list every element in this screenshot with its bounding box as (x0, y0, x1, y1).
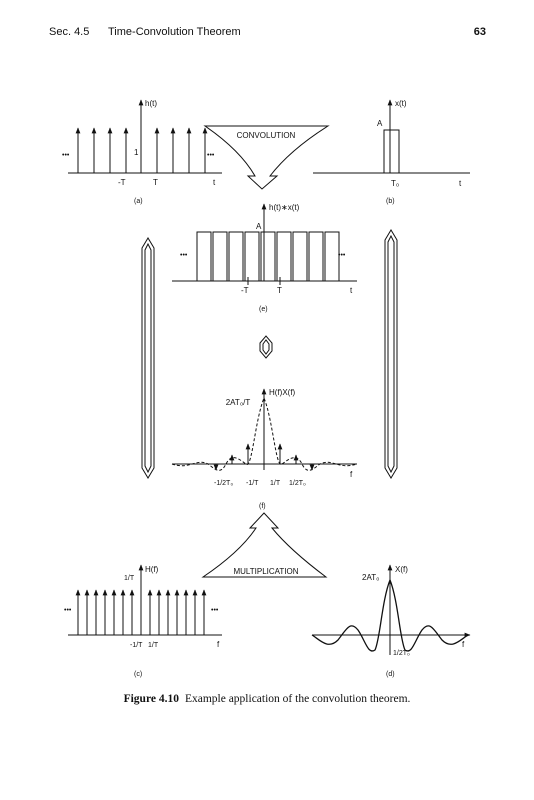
panel-c-func-label: H(f) (145, 565, 159, 574)
panel-b-axis-label: t (459, 179, 462, 188)
panel-f-label: (f) (259, 503, 266, 510)
panel-f-axis-label: f (350, 470, 353, 479)
pulse (308, 231, 324, 282)
pulse (244, 231, 260, 282)
pulse (260, 231, 276, 282)
pulse (383, 129, 400, 174)
panel-d-peak-label: 2AT₀ (362, 573, 379, 582)
panel-b-amp-label: A (377, 119, 383, 128)
sinc-curve (311, 578, 469, 652)
panel-f-peak-label: 2AT₀/T (226, 398, 251, 407)
panel-e-tick-neg: -T (241, 286, 249, 295)
panel-c-axis-label: f (217, 640, 220, 649)
page-number: 63 (473, 26, 486, 38)
panel-a-one-label: 1 (134, 148, 139, 157)
panel-c-amp-label: 1/T (124, 575, 135, 582)
panel-f-tick-2: -1/T (246, 480, 259, 487)
panel-e-axis-label: t (350, 286, 353, 295)
header-title: Time-Convolution Theorem (108, 26, 241, 38)
panel-c-tick-neg: -1/T (130, 642, 143, 649)
header-section: Sec. 4.5 (49, 26, 90, 38)
panel-e (172, 203, 357, 285)
pulse (228, 231, 244, 282)
pulse (196, 231, 212, 282)
panel-e-func-label: h(t)∗x(t) (269, 203, 300, 212)
panel-c-dots-left: ••• (64, 607, 72, 614)
panel-b-func-label: x(t) (395, 99, 407, 108)
panel-f-tick-4: 1/2T₀ (289, 480, 306, 487)
panel-d-func-label: X(f) (395, 565, 408, 574)
panel-e-dots-right: ••• (338, 252, 346, 259)
pulse (276, 231, 292, 282)
multiplication-label: MULTIPLICATION (233, 567, 298, 576)
convolution-label: CONVOLUTION (237, 131, 296, 140)
panel-a-dots-right: ••• (207, 152, 215, 159)
left-double-arrow (141, 237, 155, 479)
panel-f-tick-3: 1/T (270, 480, 281, 487)
panel-c-tick-pos: 1/T (148, 642, 159, 649)
panel-d-label: (d) (386, 671, 395, 678)
convolution-arrow (203, 125, 330, 190)
panel-b-t0-label: T₀ (391, 179, 399, 188)
panel-e-dots-left: ••• (180, 252, 188, 259)
panel-f-tick-1: -1/2T₀ (214, 480, 233, 487)
center-double-arrow (259, 335, 273, 359)
panel-e-label: (e) (259, 306, 268, 313)
panel-f-func-label: H(f)X(f) (269, 388, 296, 397)
panel-a-func-label: h(t) (145, 99, 157, 108)
pulse (292, 231, 308, 282)
panel-a (68, 99, 222, 174)
figure-caption: Figure 4.10 Example application of the co… (0, 693, 534, 705)
panel-a-dots-left: ••• (62, 152, 70, 159)
panel-b (313, 99, 470, 174)
panel-a-axis-label: t (213, 178, 216, 187)
panel-c (68, 564, 222, 636)
panel-b-label: (b) (386, 198, 395, 205)
right-double-arrow (384, 229, 398, 479)
panel-c-dots-right: ••• (211, 607, 219, 614)
figure-caption-label: Figure 4.10 (123, 693, 179, 705)
pulse (324, 231, 340, 282)
panel-f (171, 388, 358, 471)
panel-c-label: (c) (134, 671, 142, 678)
pulse (212, 231, 228, 282)
multiplication-arrow (201, 512, 328, 578)
panel-a-tick-neg: -T (118, 178, 126, 187)
panel-d-tick-label: 1/2T₀ (393, 650, 410, 657)
figure-caption-text: Example application of the convolution t… (184, 693, 411, 705)
panel-d (311, 564, 471, 655)
panel-e-amp-label: A (256, 222, 262, 231)
panel-e-tick-pos: T (277, 286, 282, 295)
panel-a-tick-pos: T (153, 178, 158, 187)
panel-a-label: (a) (134, 198, 143, 205)
panel-d-axis-label: f (462, 640, 465, 649)
